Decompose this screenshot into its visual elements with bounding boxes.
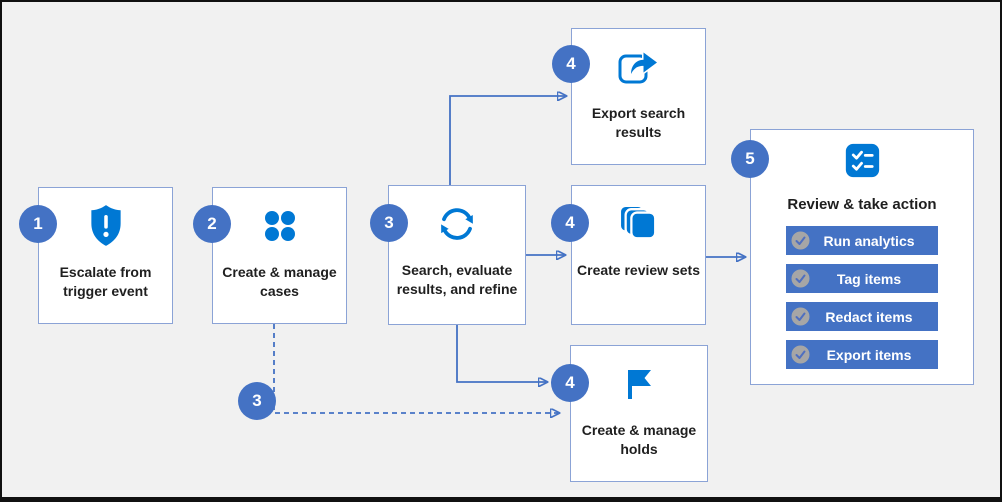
node-export-search-results: Export search results	[571, 28, 706, 165]
node-label: Create & manage holds	[581, 422, 697, 457]
connector-cases-to-holds-dashed	[273, 324, 558, 413]
step-badge-5: 5	[731, 140, 769, 178]
step-badge-4-holds: 4	[551, 364, 589, 402]
check-circle-icon	[791, 307, 810, 326]
checklist-icon	[844, 141, 881, 185]
panel-title: Review & take action	[787, 196, 937, 213]
action-export-items: Export items	[786, 340, 938, 369]
sync-icon	[435, 199, 479, 249]
check-circle-icon	[791, 345, 810, 364]
step-badge-1: 1	[19, 205, 57, 243]
step-badge-2: 2	[193, 205, 231, 243]
connector-search-to-holds	[456, 325, 546, 382]
node-label: Create & manage cases	[222, 264, 337, 299]
action-label: Tag items	[836, 270, 902, 287]
node-create-review-sets: Create review sets	[571, 185, 706, 325]
action-redact-items: Redact items	[786, 302, 938, 331]
action-label: Run analytics	[823, 232, 915, 249]
node-create-manage-holds: Create & manage holds	[570, 345, 708, 482]
review-take-action-panel: Review & take action Run analytics Tag i…	[750, 129, 974, 385]
node-label: Create review sets	[577, 262, 700, 278]
node-search-evaluate-refine: Search, evaluate results, and refine	[388, 185, 526, 325]
cases-grid-icon	[263, 201, 297, 251]
action-label: Export items	[826, 346, 912, 363]
node-create-manage-cases: Create & manage cases	[212, 187, 347, 324]
connector-search-to-export	[449, 96, 565, 185]
flag-icon	[624, 359, 654, 409]
action-label: Redact items	[825, 308, 913, 325]
step-badge-3: 3	[370, 204, 408, 242]
node-label: Escalate from trigger event	[59, 264, 152, 299]
node-escalate-from-trigger-event: Escalate from trigger event	[38, 187, 173, 324]
action-run-analytics: Run analytics	[786, 226, 938, 255]
action-tag-items: Tag items	[786, 264, 938, 293]
step-badge-4-review-sets: 4	[551, 204, 589, 242]
node-label: Search, evaluate results, and refine	[396, 262, 518, 297]
check-circle-icon	[791, 269, 810, 288]
export-share-icon	[616, 42, 662, 92]
check-circle-icon	[791, 231, 810, 250]
review-sets-icon	[618, 199, 660, 249]
step-badge-4-export: 4	[552, 45, 590, 83]
node-label: Export search results	[591, 105, 686, 140]
action-list: Run analytics Tag items Redact items	[786, 226, 938, 369]
shield-alert-icon	[85, 201, 127, 251]
step-badge-3-branch: 3	[238, 382, 276, 420]
